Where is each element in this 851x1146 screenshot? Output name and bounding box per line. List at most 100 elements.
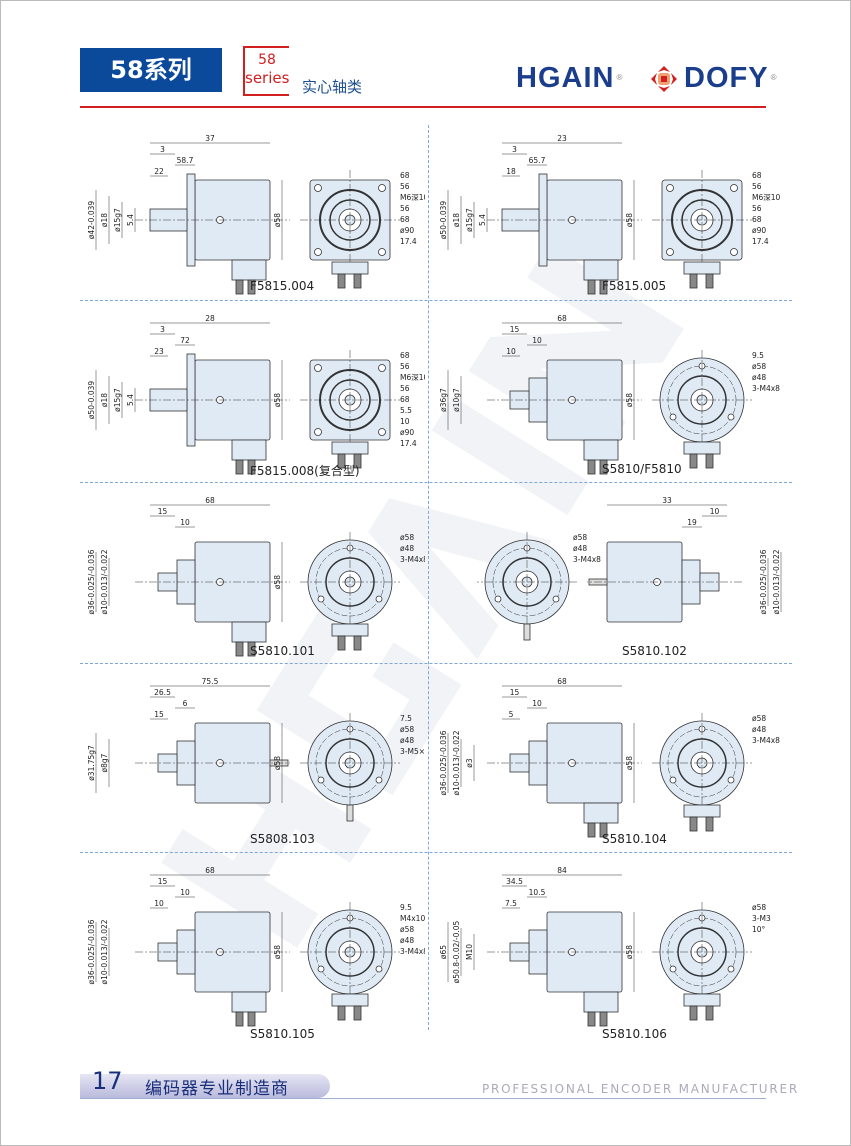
front-dimension-label: 3-M4x8 <box>752 736 780 745</box>
dimension-label: 19 <box>687 518 697 527</box>
front-dimension-label: 3-M4x8 <box>752 384 780 393</box>
model-number: F5815.004 <box>250 279 315 293</box>
dimension-label: ø10-0.013/-0.022 <box>772 549 781 614</box>
series-tag: 58 series <box>243 46 289 96</box>
cable <box>523 623 531 641</box>
front-dimension-label: ø58 <box>752 903 766 912</box>
connector-housing <box>331 623 369 637</box>
dimension-label: ø15g7 <box>113 388 122 412</box>
front-dimension-label: 3-M3 <box>752 914 771 923</box>
connector-pin <box>235 641 244 657</box>
connector-pin <box>353 273 362 289</box>
dimension-label: ø65 <box>439 945 448 959</box>
connector-pin <box>353 453 362 469</box>
connector-housing <box>231 621 267 643</box>
connector-housing <box>331 441 369 455</box>
mounting-hole <box>730 248 738 256</box>
dimension-label: ø36-0.025/-0.036 <box>87 549 96 614</box>
cable <box>346 804 354 822</box>
encoder-drawing: 331019ø10-0.013/-0.022ø36-0.025/-0.036ø5… <box>477 496 782 641</box>
dimension-label: ø8g7 <box>100 753 109 772</box>
dimension-label: ø10-0.013/-0.022 <box>452 730 461 795</box>
dimension-label: ø18 <box>100 393 109 407</box>
front-dimension-label: ø58 <box>400 725 414 734</box>
dimension-label: 34.5 <box>506 877 523 886</box>
dimension-label: ø50.8-0.02/-0.05 <box>452 920 461 983</box>
dimension-label: ø58 <box>273 393 282 407</box>
mounting-hole <box>314 184 322 192</box>
front-dimension-label: 68 <box>400 215 410 224</box>
connector-housing <box>683 441 721 455</box>
dimension-label: ø42-0.039 <box>87 201 96 240</box>
connector-pin <box>587 459 596 475</box>
dimension-label: 65.7 <box>529 156 546 165</box>
hgain-logo: HGAIN® <box>516 62 622 94</box>
dimension-label: M10 <box>465 944 474 960</box>
connector-housing <box>683 261 721 275</box>
footer-bar <box>80 1074 330 1098</box>
category-subtitle: 实心轴类 <box>302 78 363 96</box>
dimension-label: 10 <box>710 507 720 516</box>
dimension-label: ø36-0.025/-0.036 <box>439 730 448 795</box>
drawing-geometry <box>95 322 400 475</box>
front-dimension-label: ø58 <box>573 533 587 542</box>
dimension-label: 23 <box>154 347 164 356</box>
dimension-label: 68 <box>205 866 215 875</box>
mounting-hole <box>666 248 674 256</box>
connector-pin <box>337 635 346 651</box>
connector-housing <box>683 804 721 818</box>
mounting-hole <box>727 413 735 421</box>
series-tag-word: series <box>245 69 290 87</box>
row-divider <box>80 482 792 483</box>
front-dimension-label: 56 <box>400 204 410 213</box>
registered-mark: ® <box>616 73 623 82</box>
connector-pin <box>705 1005 714 1021</box>
dimension-label: ø36g7 <box>439 388 448 412</box>
mounting-hole <box>727 776 735 784</box>
mounting-hole <box>730 184 738 192</box>
connector-pin <box>353 1005 362 1021</box>
front-dimension-label: 3-M5×8 <box>400 747 425 756</box>
front-dimension-label: ø58 <box>400 925 414 934</box>
dimension-label: ø3 <box>465 758 474 768</box>
front-dimension-label: ø48 <box>400 936 414 945</box>
front-dimension-label: M4x10 <box>400 914 425 923</box>
front-dimension-label: ø58 <box>400 533 414 542</box>
front-dimension-label: ø90 <box>400 226 414 235</box>
front-dimension-label: ø48 <box>752 725 766 734</box>
mounting-hole <box>494 595 502 603</box>
dofy-diamond-icon <box>651 66 677 92</box>
model-number: S5810.102 <box>622 644 687 658</box>
connector-housing <box>231 439 267 461</box>
front-dimension-label: 9.5 <box>400 903 412 912</box>
mounting-hole <box>727 965 735 973</box>
drawing-geometry <box>447 322 752 475</box>
dimension-label: 10.5 <box>529 888 546 897</box>
mounting-hole <box>314 428 322 436</box>
front-dimension-label: 9.5 <box>752 351 764 360</box>
column-divider <box>428 125 429 1030</box>
dimension-label: 68 <box>557 677 567 686</box>
dimension-label: 6 <box>183 699 188 708</box>
dimension-label: ø15g7 <box>113 208 122 232</box>
front-dimension-label: 3-M4x8 <box>400 555 425 564</box>
connector-housing <box>331 261 369 275</box>
connector-pin <box>353 635 362 651</box>
page-number: 17 <box>92 1067 123 1095</box>
dimension-label: ø58 <box>273 575 282 589</box>
dimension-label: 22 <box>154 167 164 176</box>
dimension-label: 5.4 <box>478 214 487 226</box>
mounting-hole <box>378 184 386 192</box>
front-dimension-label: 10° <box>752 925 766 934</box>
dimension-label: 5 <box>509 710 514 719</box>
dimension-label: 75.5 <box>202 677 219 686</box>
connector-pin <box>705 273 714 289</box>
model-number: F5815.008(复合型) <box>250 464 360 478</box>
connector-pin <box>235 279 244 295</box>
connector-pin <box>587 279 596 295</box>
